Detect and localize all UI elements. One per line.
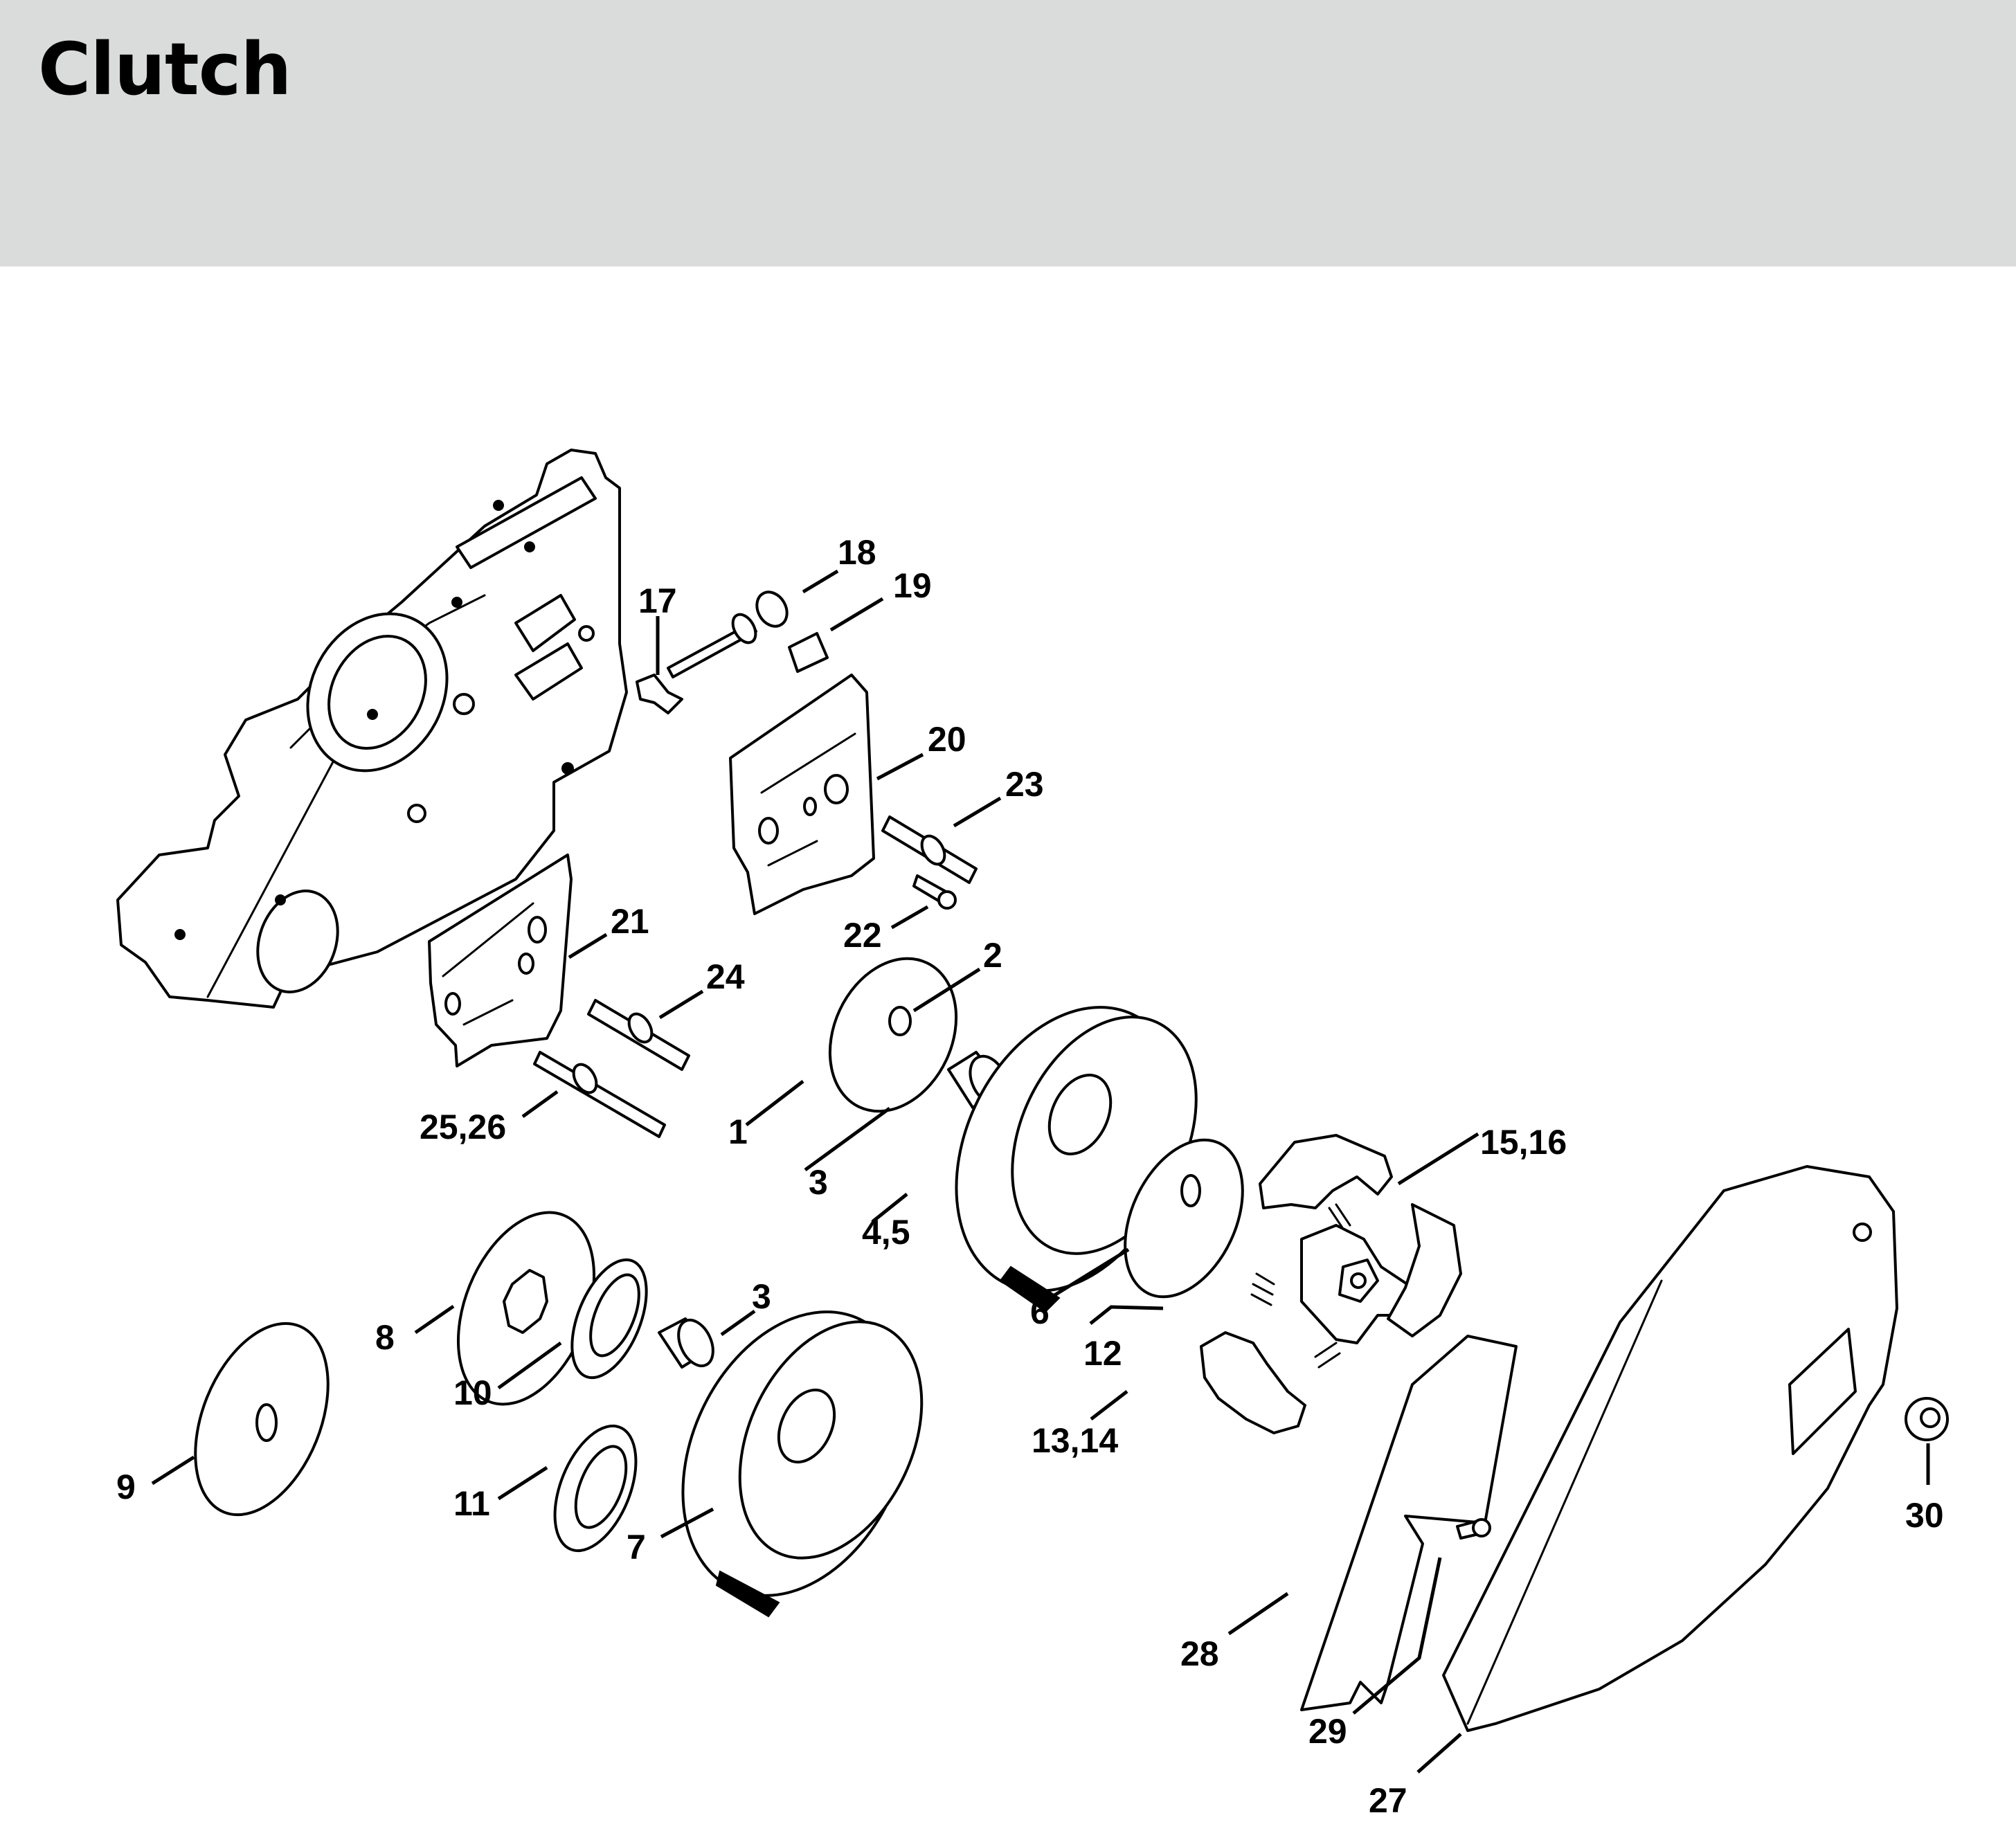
part-21-plate xyxy=(428,854,573,1067)
page-title: Clutch xyxy=(38,27,291,111)
leader-25-26 xyxy=(521,1090,559,1119)
part-10-rim-sprocket xyxy=(570,1258,648,1380)
leader-10 xyxy=(497,1341,562,1390)
part-3-needle-cage-lower xyxy=(658,1317,714,1369)
part-19-sleeve xyxy=(788,632,829,673)
callout-labels: 17 18 19 20 23 22 2 21 24 25,26 1 3 4,5 … xyxy=(116,533,1944,1820)
leader-21 xyxy=(568,932,608,959)
part-25-26-stud xyxy=(533,1051,666,1138)
leader-23 xyxy=(953,796,1002,828)
callout-22: 22 xyxy=(843,916,882,955)
callout-4-5: 4,5 xyxy=(862,1213,910,1252)
part-29-screw xyxy=(1456,1518,1491,1540)
callout-28: 28 xyxy=(1180,1634,1219,1673)
callout-25-26: 25,26 xyxy=(420,1108,506,1146)
leader-22 xyxy=(890,905,929,930)
part-13-14-clutch-shoe xyxy=(1200,1331,1306,1434)
callout-21: 21 xyxy=(611,902,649,941)
part-8-washer xyxy=(456,1211,596,1406)
callout-17: 17 xyxy=(638,581,677,620)
part-20-plate xyxy=(729,674,875,915)
leader-20 xyxy=(876,752,924,781)
leader-8 xyxy=(414,1304,455,1335)
leader-13-14 xyxy=(1090,1390,1128,1420)
leader-4-5 xyxy=(871,1193,908,1223)
part-27-sprocket-cover xyxy=(1442,1165,1898,1732)
leader-3b xyxy=(720,1309,756,1337)
callout-1: 1 xyxy=(728,1112,748,1151)
crankcase-housing xyxy=(116,449,628,1009)
part-18-bolt xyxy=(667,590,789,678)
leader-24 xyxy=(658,989,704,1020)
leader-28 xyxy=(1227,1591,1289,1636)
callout-18: 18 xyxy=(838,533,876,572)
leader-19 xyxy=(829,597,884,632)
part-28-plate xyxy=(1300,1335,1518,1711)
callout-15-16: 15,16 xyxy=(1480,1123,1567,1162)
callout-24: 24 xyxy=(706,957,745,996)
callout-19: 19 xyxy=(893,566,932,605)
leader-2 xyxy=(912,967,981,1013)
callout-9: 9 xyxy=(116,1468,136,1506)
leader-29 xyxy=(1352,1557,1442,1715)
part-22-screw xyxy=(912,874,957,910)
leader-11 xyxy=(497,1465,548,1501)
leader-18 xyxy=(802,569,839,594)
callout-3b: 3 xyxy=(752,1277,771,1316)
part-11-spur-sprocket xyxy=(553,1424,638,1553)
callout-10: 10 xyxy=(453,1373,492,1412)
leader-7 xyxy=(660,1507,714,1539)
callout-20: 20 xyxy=(928,720,966,759)
callout-12: 12 xyxy=(1083,1334,1122,1373)
callout-13-14: 13,14 xyxy=(1032,1421,1118,1460)
part-9-washer xyxy=(194,1322,330,1517)
callout-6: 6 xyxy=(1030,1292,1050,1331)
leader-lines xyxy=(151,569,1930,1774)
part-1-disc xyxy=(828,957,958,1113)
callout-27: 27 xyxy=(1369,1781,1407,1820)
callout-2: 2 xyxy=(983,936,1002,975)
leader-12 xyxy=(1089,1305,1164,1325)
callout-11: 11 xyxy=(453,1484,490,1523)
leader-27 xyxy=(1416,1733,1462,1774)
leader-15-16 xyxy=(1397,1132,1479,1186)
leader-3a xyxy=(804,1106,891,1172)
part-12-clutch-hub xyxy=(1250,1134,1462,1369)
callout-7: 7 xyxy=(627,1528,646,1567)
header-band: Clutch xyxy=(0,0,2016,267)
part-24-stud xyxy=(587,999,690,1071)
part-6-disc xyxy=(1124,1138,1244,1299)
leader-6 xyxy=(1047,1247,1130,1301)
callout-3a: 3 xyxy=(809,1163,828,1202)
callout-29: 29 xyxy=(1308,1712,1347,1751)
leader-9 xyxy=(151,1455,195,1486)
leader-1 xyxy=(745,1080,804,1126)
part-7-clutch-drum xyxy=(681,1310,924,1618)
callout-8: 8 xyxy=(375,1318,395,1357)
callout-23: 23 xyxy=(1005,765,1044,804)
part-23-stud xyxy=(881,815,978,884)
callout-30: 30 xyxy=(1905,1496,1944,1535)
part-17-screw xyxy=(636,674,683,714)
part-30-nut xyxy=(1905,1397,1949,1441)
